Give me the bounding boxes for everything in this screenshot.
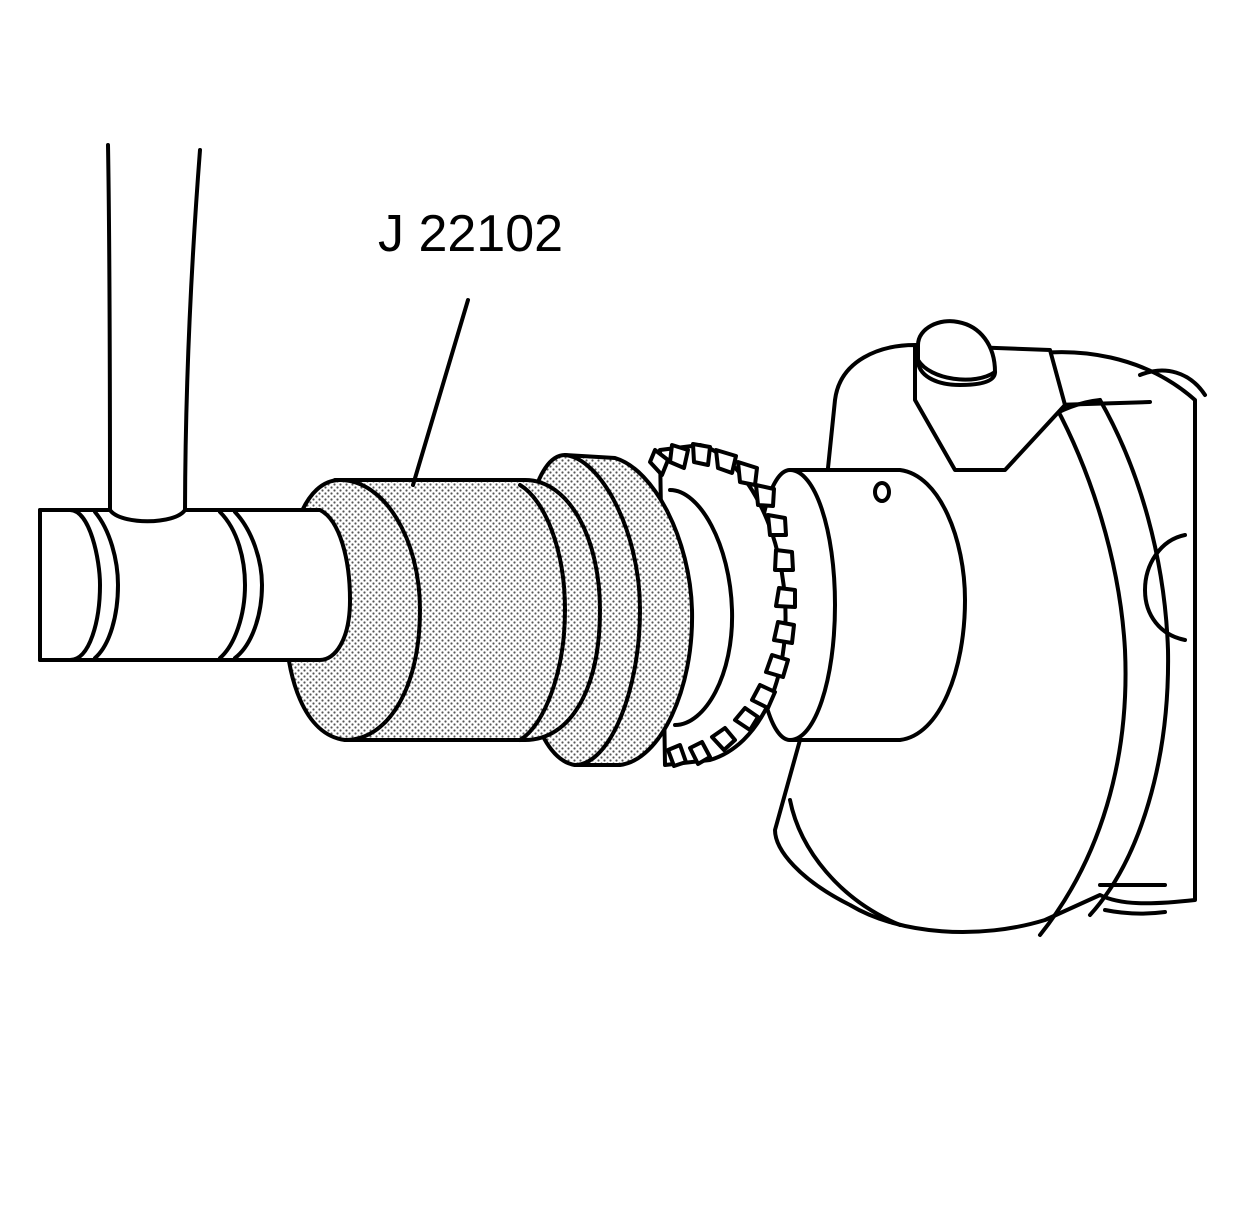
callout-leader-line — [411, 298, 470, 487]
tool-callout-label: J 22102 — [378, 205, 564, 263]
driver-handle — [38, 143, 352, 662]
installer-tool-j22102 — [283, 453, 695, 767]
crankshaft-sprocket — [648, 442, 797, 768]
